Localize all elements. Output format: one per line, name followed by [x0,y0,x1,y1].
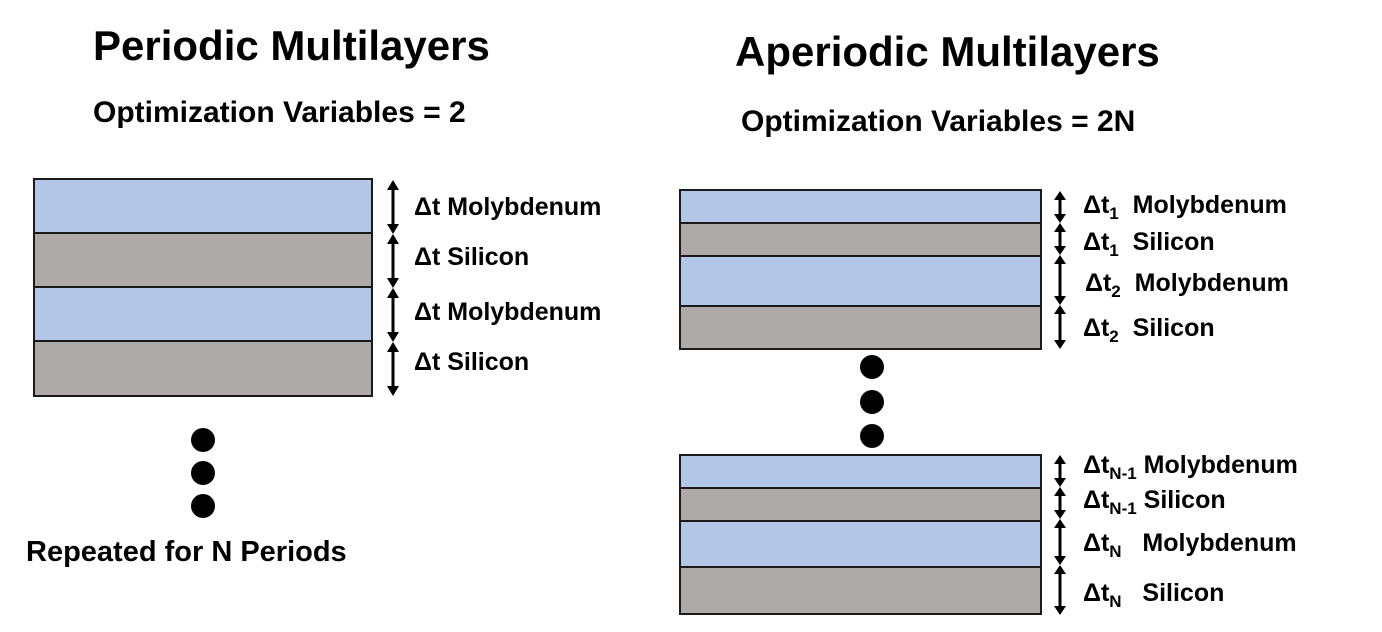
ellipsis-dot-icon [860,355,884,379]
ellipsis-dot-icon [191,494,215,518]
aperiodic-layer-silicon [679,305,1042,350]
aperiodic-layer-molybdenum [679,454,1042,489]
periodic-label: Δt Silicon [414,348,530,376]
ellipsis-dot-icon [191,461,215,485]
ellipsis-dot-icon [860,424,884,448]
aperiodic-label: ΔtN Molybdenum [1083,529,1297,561]
aperiodic-layer-silicon [679,222,1042,257]
periodic-layer-molybdenum [33,178,373,234]
double-arrow-icon [1054,191,1066,349]
periodic-label: Δt Molybdenum [414,193,602,221]
periodic-layer-silicon [33,340,373,397]
aperiodic-layer-molybdenum [679,520,1042,568]
double-arrow-icon [387,180,399,396]
periodic-layer-molybdenum [33,286,373,342]
aperiodic-title: Aperiodic Multilayers [735,28,1160,75]
periodic-footer: Repeated for N Periods [26,536,347,568]
periodic-label: Δt Molybdenum [414,298,602,326]
periodic-label: Δt Silicon [414,243,530,271]
ellipsis-dot-icon [191,428,215,452]
aperiodic-label: Δt1 Molybdenum [1083,191,1287,223]
periodic-layer-silicon [33,232,373,288]
aperiodic-label: Δt2 Silicon [1083,314,1215,346]
periodic-title: Periodic Multilayers [93,22,490,69]
ellipsis-dot-icon [860,390,884,414]
aperiodic-layer-molybdenum [679,189,1042,224]
aperiodic-label: ΔtN-1 Silicon [1083,486,1226,518]
aperiodic-label: ΔtN Silicon [1083,579,1225,611]
double-arrow-icon [1054,455,1066,615]
aperiodic-subtitle: Optimization Variables = 2N [741,105,1136,138]
aperiodic-label: Δt1 Silicon [1083,228,1215,260]
periodic-subtitle: Optimization Variables = 2 [93,96,466,129]
aperiodic-layer-molybdenum [679,255,1042,307]
aperiodic-label: Δt2 Molybdenum [1085,269,1289,301]
aperiodic-label: ΔtN-1 Molybdenum [1083,451,1298,483]
aperiodic-layer-silicon [679,487,1042,522]
aperiodic-layer-silicon [679,566,1042,615]
